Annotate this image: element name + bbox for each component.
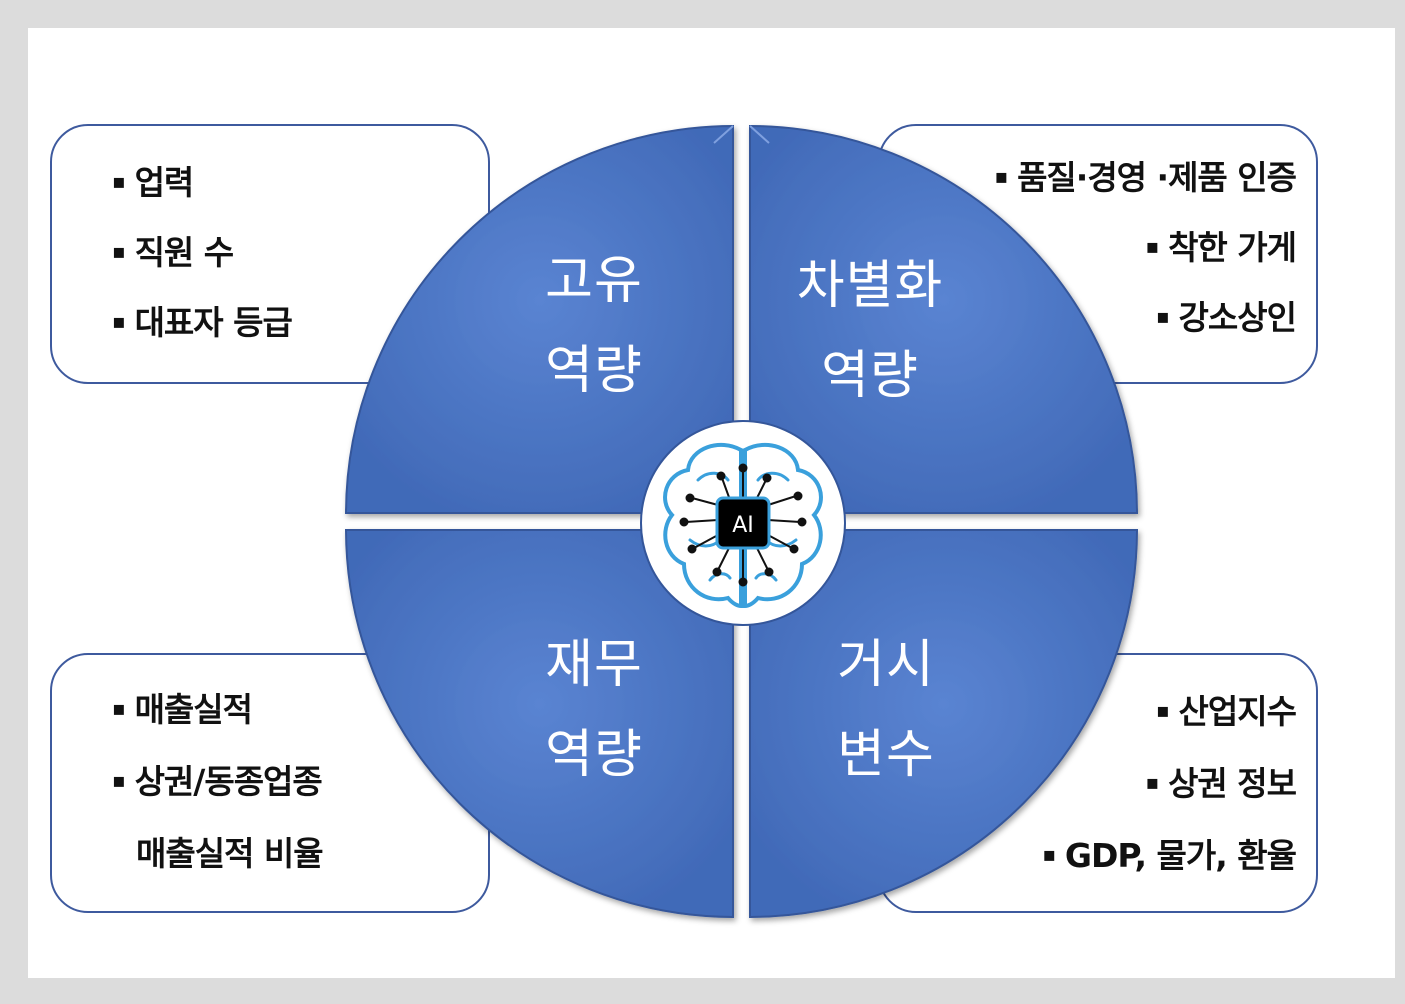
quadrant-label-macro: 거시 변수 — [837, 635, 935, 785]
quadrant-bottom-left — [344, 529, 734, 919]
circuit-lines — [679, 463, 807, 587]
quadrant-top-right — [749, 124, 1139, 514]
quadrant-top-left — [344, 124, 734, 514]
chip-label: AI — [732, 513, 754, 538]
list-item: ▪상권/동종업종 — [112, 762, 323, 801]
list-item-continuation: 매출실적 비율 — [136, 834, 324, 873]
quadrant-label-inherent: 고유 역량 — [545, 251, 643, 401]
list-item: ▪산업지수 — [1155, 692, 1297, 731]
list-item: ▪착한 가게 — [1145, 228, 1297, 267]
list-item: ▪상권 정보 — [1145, 764, 1297, 803]
quadrant-bottom-right — [749, 529, 1139, 919]
list-item: ▪대표자 등급 — [112, 303, 293, 342]
box-inherent-capability: ▪업력 ▪직원 수 ▪대표자 등급 — [50, 124, 490, 384]
list-item: ▪강소상인 — [1155, 298, 1297, 337]
list-item: ▪직원 수 — [112, 233, 234, 272]
list-item: ▪품질·경영 ·제품 인증 — [994, 158, 1297, 197]
list-item: ▪매출실적 — [112, 690, 253, 729]
ai-chip-icon: AI — [715, 496, 771, 550]
list-item: ▪GDP, 물가, 환율 — [1042, 836, 1297, 875]
quadrant-label-differentiation: 차별화 역량 — [796, 256, 944, 406]
list-item: ▪업력 — [112, 163, 194, 202]
quadrant-label-financial: 재무 역량 — [545, 635, 643, 785]
